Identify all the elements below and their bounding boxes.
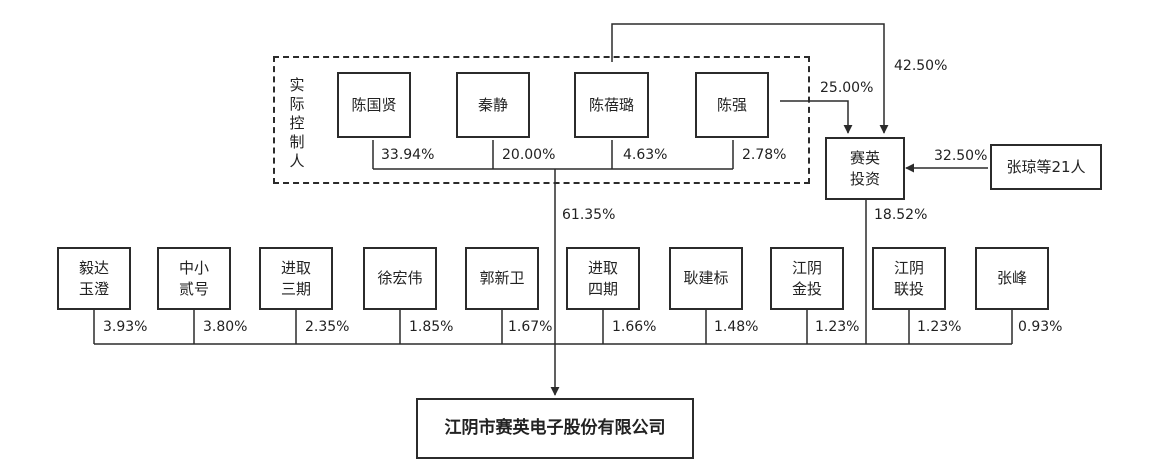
pct-xu-hongwei: 1.85% [409,319,454,335]
actual-controller-group [273,56,810,184]
shareholder-box-jiangyin-jintou: 江阴 金投 [770,247,844,310]
shareholder-box-yida-yucheng: 毅达 玉澄 [57,247,131,310]
shareholder-box-zhongxiao-erhao: 中小 贰号 [157,247,231,310]
pct-yida-yucheng: 3.93% [103,319,148,335]
pct-chen-guoxian: 33.94% [381,147,435,163]
actual-controller-label: 实 际 控 制 人 [289,76,305,170]
pct-zhang-feng: 0.93% [1018,319,1063,335]
chen-beilu-to-saiying-arrow [611,23,889,134]
pct-jinqu-sanqi: 2.35% [305,319,350,335]
controller-box-chen-guoxian: 陈国贤 [337,72,411,138]
saiying-investment-box: 赛英 投资 [825,137,905,200]
shareholder-box-guo-xinwei: 郭新卫 [465,247,539,310]
controller-box-chen-qiang: 陈强 [695,72,769,138]
pct-controllers-total: 61.35% [562,207,616,223]
chen-qiang-to-saiying-arrow [780,100,853,134]
shareholder-box-zhang-feng: 张峰 [975,247,1049,310]
controller-box-qin-jing: 秦静 [456,72,530,138]
shareholder-box-xu-hongwei: 徐宏伟 [363,247,437,310]
shareholder-box-geng-jianbiao: 耿建标 [669,247,743,310]
shareholder-box-jinqu-sanqi: 进取 三期 [259,247,333,310]
pct-chen-beilu: 4.63% [623,147,668,163]
pct-jinqu-siqi: 1.66% [612,319,657,335]
controller-box-chen-beilu: 陈蓓璐 [574,72,649,138]
pct-saiying-to-company: 18.52% [874,207,928,223]
pct-chen-beilu-to-saiying: 42.50% [894,58,948,74]
pct-guo-xinwei: 1.67% [508,319,553,335]
pct-zhongxiao-erhao: 3.80% [203,319,248,335]
pct-qin-jing: 20.00% [502,147,556,163]
pct-chen-qiang-to-saiying: 25.00% [820,80,874,96]
pct-zhang-group-to-saiying: 32.50% [934,148,988,164]
pct-chen-qiang: 2.78% [742,147,787,163]
shareholder-box-jinqu-siqi: 进取 四期 [566,247,640,310]
zhang-qiong-group-box: 张琼等21人 [990,144,1102,190]
shareholder-box-jiangyin-liantou: 江阴 联投 [872,247,946,310]
pct-geng-jianbiao: 1.48% [714,319,759,335]
company-box: 江阴市赛英电子股份有限公司 [416,398,694,459]
pct-jiangyin-liantou: 1.23% [917,319,962,335]
pct-jiangyin-jintou: 1.23% [815,319,860,335]
